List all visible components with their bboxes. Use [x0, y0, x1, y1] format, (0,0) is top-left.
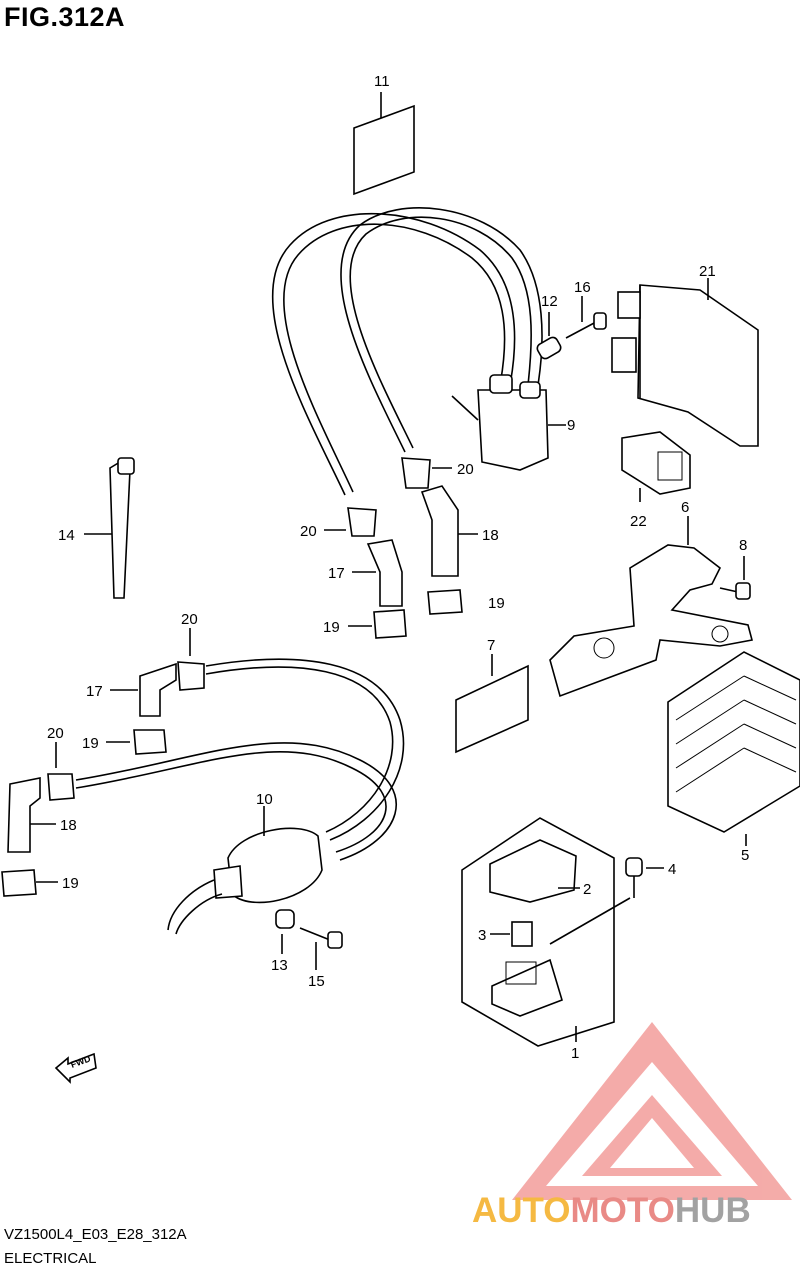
part-3-fuse: [490, 921, 533, 947]
callout-17-upper: 17: [328, 565, 345, 582]
callout-21: 21: [699, 263, 716, 280]
callout-3: 3: [478, 927, 486, 944]
part-4-screw: [625, 857, 664, 898]
part-20-boot-upper-a: [401, 457, 452, 489]
callout-7: 7: [487, 637, 495, 654]
part-18-plug-cap-upper: [420, 485, 478, 577]
part-22-connector: [621, 431, 691, 502]
callout-20-lower-left: 20: [47, 725, 64, 742]
part-20-boot-lower-b: [47, 742, 75, 801]
upper-coil-wires: [271, 207, 543, 496]
callout-20-lower-right: 20: [181, 611, 198, 628]
part-13-spacer: [275, 909, 295, 954]
callout-19-upper-left: 19: [323, 619, 340, 636]
part-19-seal-lower-b: [1, 869, 58, 897]
figure-title: FIG.312A: [4, 2, 126, 32]
callout-11: 11: [374, 73, 390, 90]
callout-5: 5: [741, 847, 749, 864]
part-7-label-sheet: [455, 654, 529, 754]
part-6-bracket: [549, 516, 753, 698]
callout-numbers: 11 16 12 21 9 20 22 6 14 20 18 8 17 19 1…: [47, 73, 749, 1062]
part-20-boot-upper-b: [324, 507, 377, 537]
callout-6: 6: [681, 499, 689, 516]
section-name: ELECTRICAL: [4, 1250, 97, 1267]
part-19-seal-lower-a: [106, 729, 167, 755]
callout-18-upper: 18: [482, 527, 499, 544]
part-5-regulator: [667, 651, 800, 846]
part-16-bolt: [565, 296, 607, 339]
callout-17-lower: 17: [86, 683, 103, 700]
part-17-plug-cap-lower: [110, 662, 177, 717]
callout-19-lower-right: 19: [82, 735, 99, 752]
part-21-control-module: [611, 278, 759, 447]
model-code: VZ1500L4_E03_E28_312A: [4, 1226, 187, 1243]
callout-20-upper-right: 20: [457, 461, 474, 478]
part-20-boot-lower-a: [177, 628, 205, 691]
part-2-relay-cover: [489, 839, 580, 903]
part-8-bolt: [719, 556, 751, 600]
part-1-starter-relay: [491, 897, 631, 1017]
watermark-logo: [512, 1022, 792, 1200]
watermark-brand: AUTOMOTOHUB: [472, 1191, 751, 1230]
callout-18-lower: 18: [60, 817, 77, 834]
callout-8: 8: [739, 537, 747, 554]
part-9-ignition-coil: [451, 374, 566, 471]
callout-12: 12: [541, 293, 558, 310]
callout-2: 2: [583, 881, 591, 898]
part-14-cable-tie: [84, 457, 135, 599]
fwd-direction-arrow: FWD: [54, 1052, 97, 1084]
part-18-plug-cap-lower: [7, 777, 56, 853]
lower-coil-wires: [75, 658, 405, 861]
callout-22: 22: [630, 513, 647, 530]
callout-13: 13: [271, 957, 288, 974]
callout-14: 14: [58, 527, 75, 544]
part-12-spacer: [536, 312, 562, 360]
part-1-relay-group-frame: [461, 817, 615, 1047]
part-19-seal-upper-b: [348, 609, 407, 639]
callout-15: 15: [308, 973, 325, 990]
part-19-seal-upper-a: [427, 589, 463, 615]
part-10-ignition-coil: [167, 806, 323, 935]
part-17-plug-cap-upper: [352, 539, 403, 607]
callout-9: 9: [567, 417, 575, 434]
part-15-bolt: [299, 927, 343, 970]
callout-16: 16: [574, 279, 591, 296]
part-11-label-sheet: [353, 92, 415, 196]
callout-19-upper-right: 19: [488, 595, 505, 612]
callout-19-lower-left: 19: [62, 875, 79, 892]
callout-20-upper-left: 20: [300, 523, 317, 540]
callout-1: 1: [571, 1045, 579, 1062]
callout-4: 4: [668, 861, 676, 878]
callout-10: 10: [256, 791, 273, 808]
